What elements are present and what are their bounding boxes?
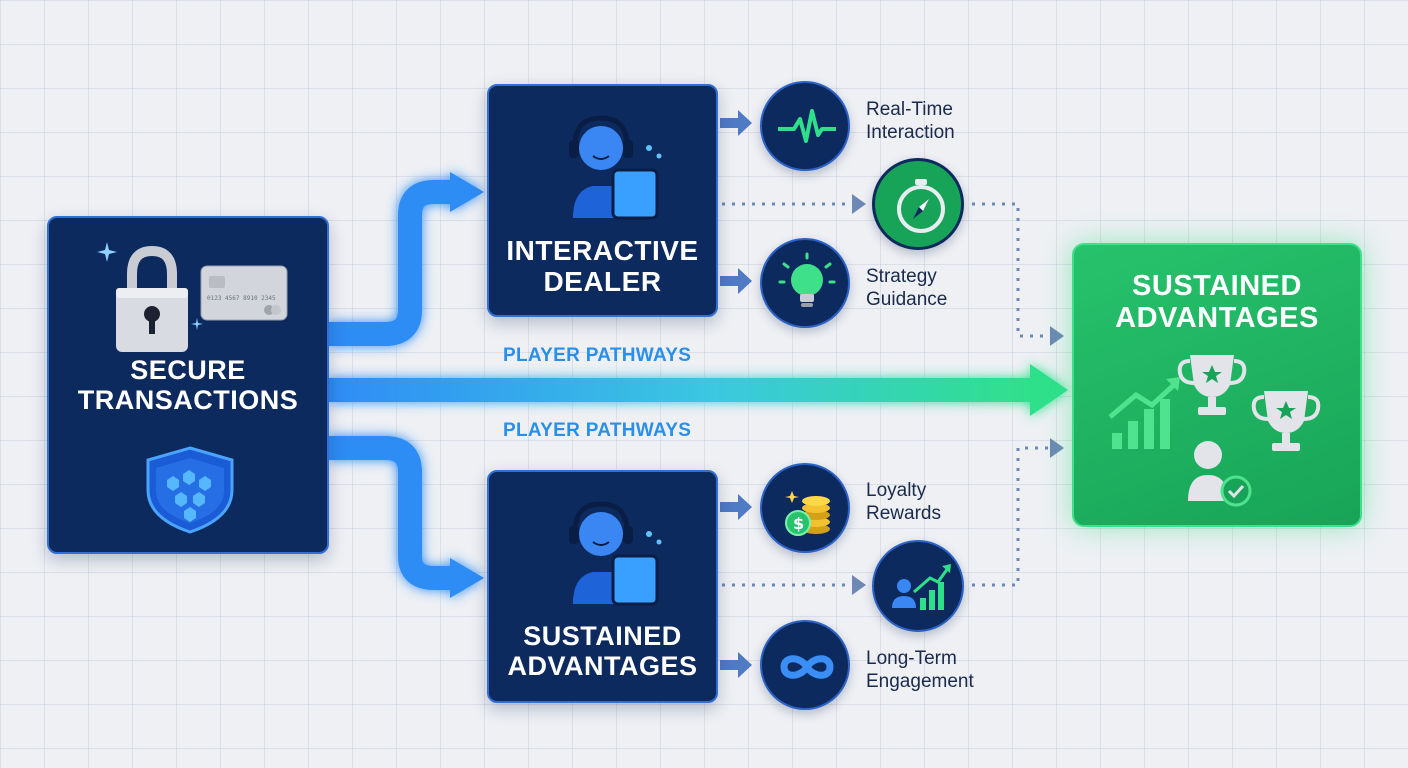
sustained-advantages-box: SUSTAINED ADVANTAGES [487, 470, 718, 703]
dotted-arrowhead-result-top [1050, 326, 1064, 346]
result-title: SUSTAINED ADVANTAGES [1115, 270, 1319, 334]
realtime-label: Real-Time Interaction [866, 99, 955, 143]
svg-text:$: $ [793, 514, 804, 533]
credit-card-icon: 0123 4567 8910 2345 [200, 265, 288, 321]
dotted-arrowhead-compass [852, 194, 866, 214]
trophy-icon [1177, 355, 1247, 415]
longterm-circle [760, 620, 850, 710]
lower-pathway-arrow [328, 436, 484, 598]
loyalty-circle: $ [760, 463, 850, 553]
pathway-label-bottom: PLAYER PATHWAYS [503, 420, 692, 441]
feature-arrow-longterm [720, 652, 752, 678]
upper-pathway-arrow [328, 172, 484, 346]
sparkle-icon [97, 242, 203, 330]
pathway-label-top: PLAYER PATHWAYS [503, 345, 692, 366]
result-icons [1108, 355, 1321, 507]
headset-dealer-icon [569, 501, 662, 606]
dealer-avatar-icon [569, 115, 662, 220]
feature-arrow-strategy [720, 268, 752, 294]
secure-transactions-title: SECURE TRANSACTIONS [77, 355, 299, 415]
dotted-connector-to-result-top [972, 202, 1052, 338]
secure-transactions-box: 0123 4567 8910 2345 SECURE TRANSACTIONS [47, 216, 329, 554]
strategy-label: Strategy Guidance [866, 266, 948, 310]
growth-users-icon [892, 564, 951, 610]
lightbulb-icon [778, 252, 836, 307]
verified-user-icon [1188, 441, 1252, 507]
growth-chart-icon [1108, 377, 1180, 449]
main-pathway-arrow [328, 364, 1068, 416]
headset-dealer-icon [569, 115, 662, 220]
heartbeat-icon [778, 109, 836, 143]
loyalty-label: Loyalty Rewards [866, 480, 941, 524]
dotted-arrowhead-growth [852, 575, 866, 595]
longterm-label: Long-Term Engagement [866, 648, 974, 692]
strategy-circle [760, 238, 850, 328]
realtime-circle [760, 81, 850, 171]
compass-circle [872, 158, 964, 250]
lock-icon [116, 245, 188, 352]
sustained-advantages-title: SUSTAINED ADVANTAGES [507, 621, 698, 681]
result-sustained-advantages-box: SUSTAINED ADVANTAGES [1072, 243, 1362, 527]
feature-arrow-loyalty [720, 494, 752, 520]
coins-icon: $ [785, 491, 830, 536]
card-number: 0123 4567 8910 2345 [207, 295, 276, 302]
infinity-icon [780, 655, 834, 679]
sustained-avatar-icon [569, 501, 662, 606]
dotted-arrowhead-result-bottom [1050, 438, 1064, 458]
secure-icons: 0123 4567 8910 2345 [97, 242, 288, 534]
interactive-dealer-box: INTERACTIVE DEALER [487, 84, 718, 317]
feature-arrow-realtime [720, 110, 752, 136]
compass-icon [897, 179, 945, 233]
trophy-icon [1251, 391, 1321, 451]
growth-circle [872, 540, 964, 632]
interactive-dealer-title: INTERACTIVE DEALER [506, 235, 699, 297]
shield-icon [146, 446, 234, 534]
dotted-connector-to-result-bottom [972, 446, 1052, 587]
